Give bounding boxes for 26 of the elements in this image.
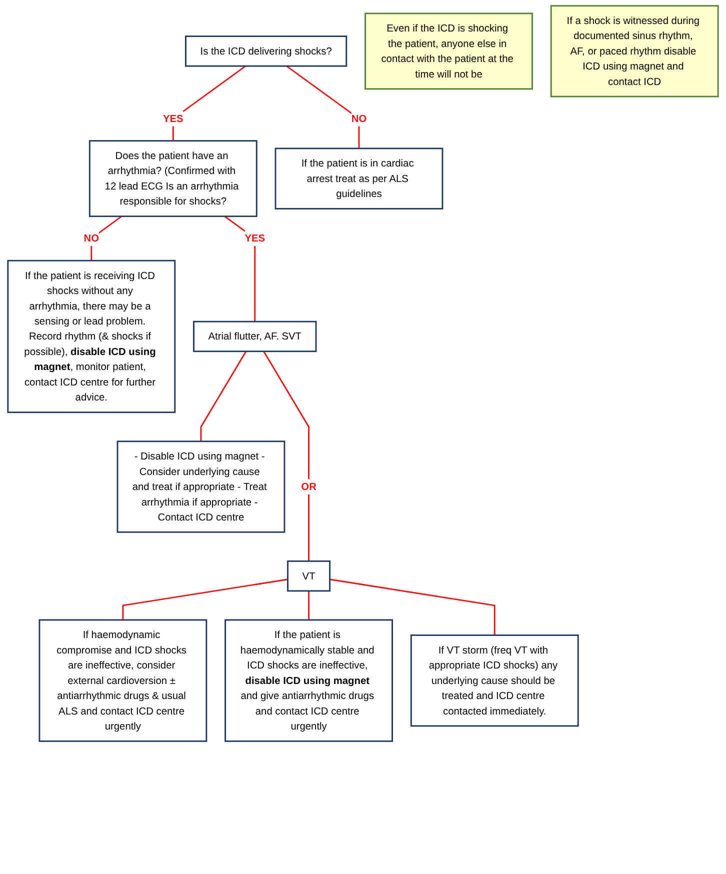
edge-label: YES [244,232,266,244]
node-box: If VT storm (freq VT with appropriate ICD shocks) any underlying cause should be treated and ICD centre contacted immediately. [410,634,579,727]
connector [330,578,496,636]
node-box: If the patient is in cardiac arrest treat as per ALS guidelines [274,148,444,210]
edge-label: NO [351,112,367,124]
edge-label: YES [162,112,184,124]
node-box: Does the patient have an arrhythmia? (Confirmed with 12 lead ECG Is an arrhythmia responsible for shocks? [88,140,258,218]
connector [172,65,246,141]
node-box: If haemodynamic compromise and ICD shocks are ineffective, consider external cardioversion ± antiarrhythmic drugs & usual ALS and contact ICD centre urgently [38,619,208,742]
connector [286,65,360,148]
node-box: If the patient is haemodynamically stable and ICD shocks are ineffective, disable ICD using magnet and give antiarrhythmic drugs and contact ICD centre urgently [224,619,393,742]
node-box: Is the ICD delivering shocks? [185,36,348,67]
node-box: Atrial flutter, AF. SVT [193,320,317,352]
connector [263,350,310,562]
node-box: - Disable ICD using magnet - Consider underlying cause and treat if appropriate - Treat arrhythmia if appropriate - Contact ICD centre [116,440,286,533]
node-box: If the patient is receiving ICD shocks without any arrhythmia, there may be a sensing or lead problem. Record rhythm (& shocks if possible), disable ICD using magnet, monitor patient, contact ICD centre for further advice. [7,260,176,414]
edge-label: OR [301,480,316,492]
node-box: VT [287,560,331,592]
node-box: Even if the ICD is shocking the patient, anyone else in contact with the patient at the time will not be [364,12,533,90]
node-box: If a shock is witnessed during documented sinus rhythm, AF, or paced rhythm disable ICD using magnet and contact ICD [550,5,719,98]
connector [200,350,247,442]
connector [122,578,288,620]
connector [90,216,122,261]
connector [224,216,256,322]
connector [308,590,310,620]
edge-label: NO [84,232,100,244]
